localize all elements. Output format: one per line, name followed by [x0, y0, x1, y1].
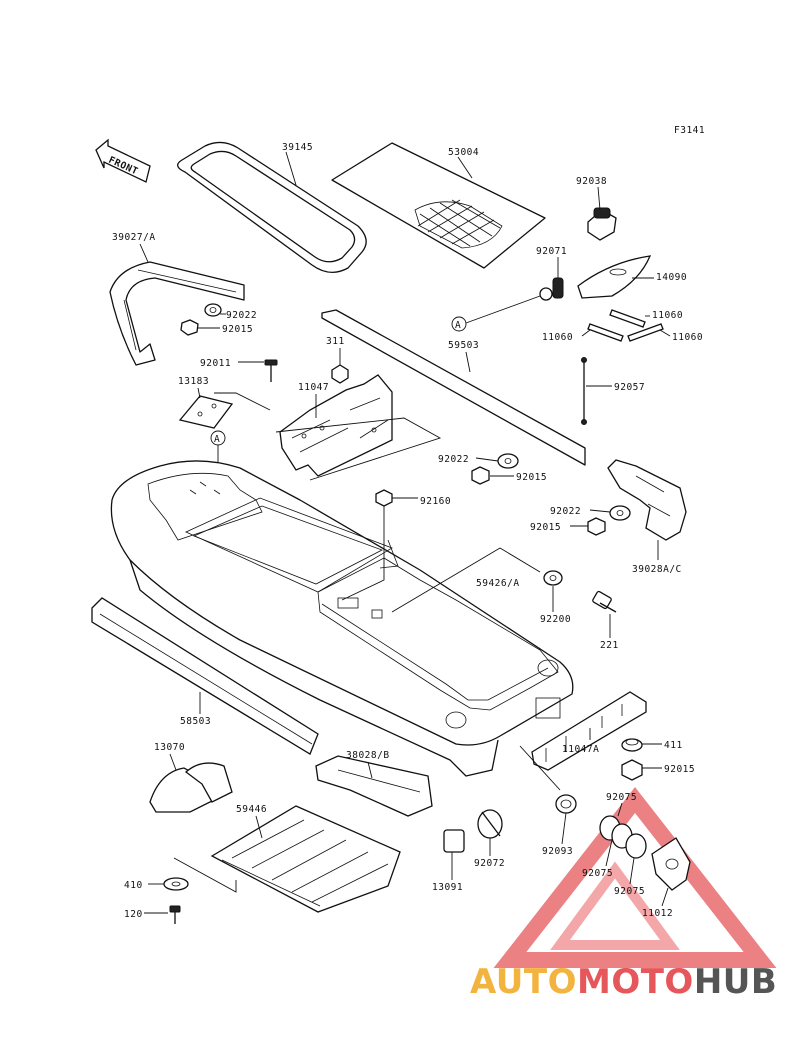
- label-13070: 13070: [154, 742, 185, 753]
- label-92022-c: 92022: [550, 506, 581, 517]
- part-39027A-handle: [109, 261, 245, 366]
- label-14090: 14090: [656, 272, 687, 283]
- label-92200: 92200: [540, 614, 571, 625]
- label-92075-a: 92075: [606, 792, 637, 803]
- watermark-part-hub: HUB: [693, 962, 778, 1002]
- part-59503-strip: [321, 309, 586, 466]
- label-39027A: 39027/A: [112, 232, 156, 243]
- svg-text:A: A: [214, 434, 220, 445]
- part-92015-nut: [180, 319, 199, 336]
- label-13091: 13091: [432, 882, 463, 893]
- label-13183: 13183: [178, 376, 209, 387]
- part-92038-cap: [587, 207, 617, 241]
- label-59503: 59503: [448, 340, 479, 351]
- part-39028AC-handle: [607, 459, 687, 541]
- part-410-washer: [163, 877, 189, 891]
- label-92015-d: 92015: [664, 764, 695, 775]
- label-58503: 58503: [180, 716, 211, 727]
- part-13091-block: [443, 829, 465, 853]
- part-13183-plate: [178, 392, 271, 429]
- svg-text:A: A: [455, 320, 461, 331]
- part-92093-ring: [555, 794, 577, 814]
- part-11012-cap: [651, 837, 691, 891]
- watermark-part-auto: AUTO: [470, 962, 577, 1002]
- label-92011: 92011: [200, 358, 231, 369]
- watermark-logo: [493, 787, 777, 968]
- part-92160-cap: [375, 489, 393, 507]
- label-92015-a: 92015: [222, 324, 253, 335]
- part-221-bolt: [592, 590, 617, 613]
- part-hull: [110, 460, 574, 777]
- label-11012: 11012: [642, 908, 673, 919]
- part-92022-washer-mid: [497, 453, 519, 469]
- label-92015-c: 92015: [530, 522, 561, 533]
- part-120-screw: [169, 905, 181, 924]
- label-311: 311: [326, 336, 345, 347]
- callout-a-hull: A: [210, 430, 226, 462]
- label-92071: 92071: [536, 246, 567, 257]
- label-11060-a: 11060: [652, 310, 683, 321]
- label-59426A: 59426/A: [476, 578, 520, 589]
- part-92015-nut-mid: [471, 466, 490, 485]
- label-39145: 39145: [282, 142, 313, 153]
- label-92057: 92057: [614, 382, 645, 393]
- part-11047A-bracket: [531, 691, 647, 771]
- label-221: 221: [600, 640, 619, 651]
- part-53004-mat: [331, 142, 546, 269]
- part-58503-rail: [91, 597, 319, 755]
- label-11047A: 11047A: [562, 744, 599, 755]
- label-11047: 11047: [298, 382, 329, 393]
- part-39145-gasket: [177, 141, 367, 273]
- part-92015-nut-right: [587, 517, 606, 536]
- part-13070-grill: [149, 762, 233, 813]
- part-92200-washer: [543, 570, 563, 586]
- part-92011-bolt: [264, 359, 278, 382]
- label-92075-c: 92075: [614, 886, 645, 897]
- label-92160: 92160: [420, 496, 451, 507]
- label-53004: 53004: [448, 147, 479, 158]
- figure-code: F3141: [674, 125, 705, 136]
- part-11060-strips: [587, 309, 664, 342]
- watermark-wordmark: AUTOMOTOHUB: [470, 962, 800, 1008]
- label-411: 411: [664, 740, 683, 751]
- part-14090-cover: [577, 255, 652, 299]
- part-92057-cable: [581, 357, 587, 425]
- part-92015-nut-lower: [621, 759, 643, 781]
- label-92072: 92072: [474, 858, 505, 869]
- label-11060-c: 11060: [672, 332, 703, 343]
- label-92038: 92038: [576, 176, 607, 187]
- part-92022-washer-right: [609, 505, 631, 521]
- part-92071-bolt: [539, 277, 564, 301]
- part-92022-washer: [204, 303, 222, 317]
- label-92015-b: 92015: [516, 472, 547, 483]
- part-59446-grate: [173, 805, 401, 913]
- label-120: 120: [124, 909, 143, 920]
- part-92075-spacers: [599, 815, 647, 859]
- label-92022-a: 92022: [226, 310, 257, 321]
- part-311-nut: [331, 364, 349, 384]
- part-11047-bracket: [275, 374, 442, 481]
- part-92072-clamp: [477, 809, 503, 839]
- label-410: 410: [124, 880, 143, 891]
- label-92075-b: 92075: [582, 868, 613, 879]
- label-92093: 92093: [542, 846, 573, 857]
- label-11060-b: 11060: [542, 332, 573, 343]
- part-38028B-tube: [315, 755, 433, 817]
- front-arrow-icon: FRONT: [95, 138, 151, 183]
- label-38028B: 38028/B: [346, 750, 390, 761]
- callout-a-upper: A: [451, 316, 467, 332]
- label-39028AC: 39028A/C: [632, 564, 682, 575]
- label-92022-b: 92022: [438, 454, 469, 465]
- label-59446: 59446: [236, 804, 267, 815]
- watermark-part-moto: MOTO: [576, 962, 694, 1002]
